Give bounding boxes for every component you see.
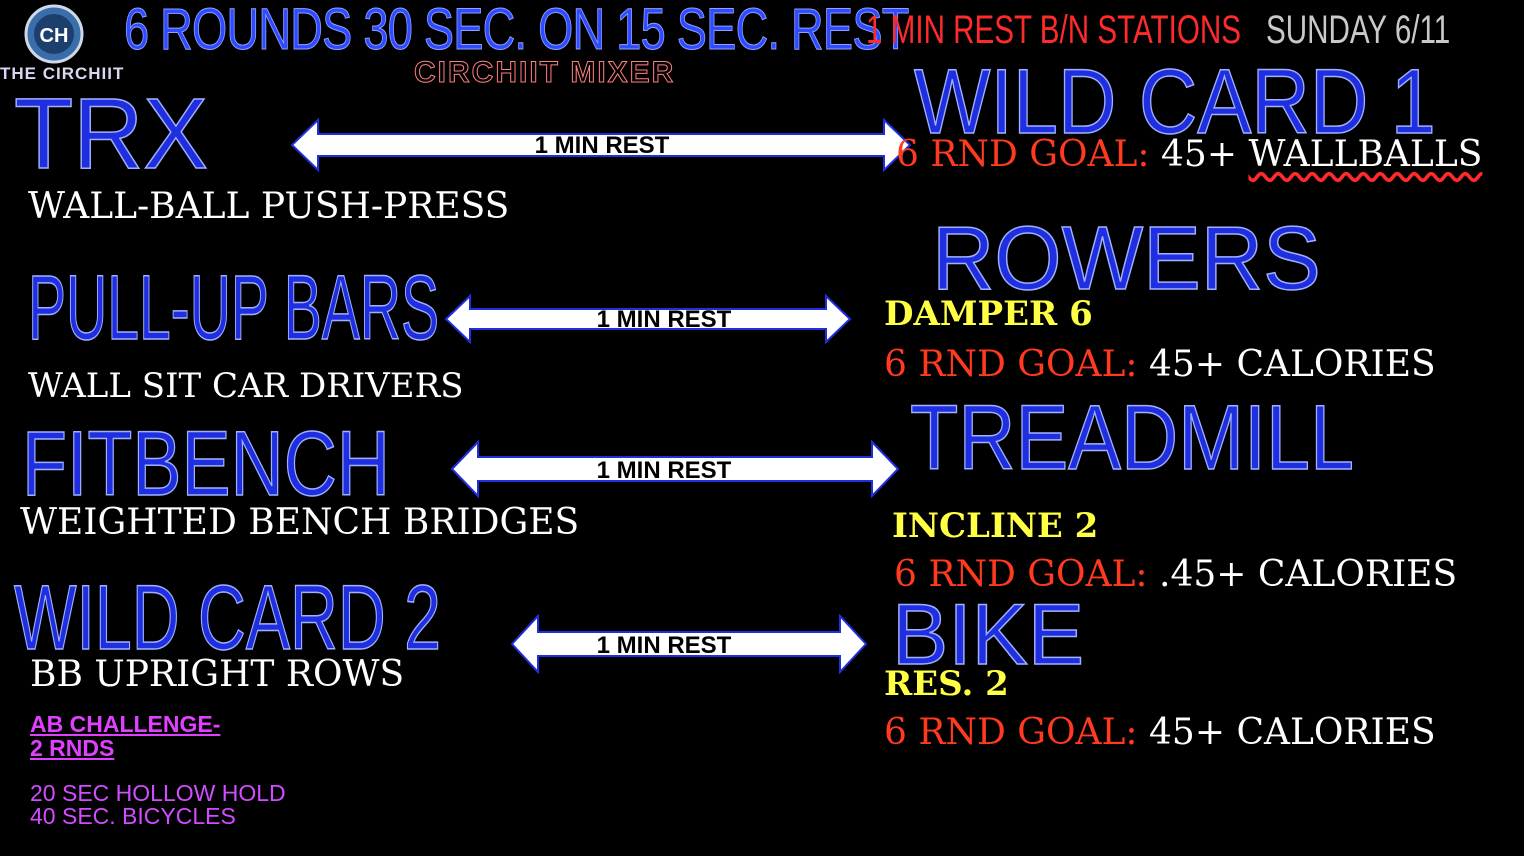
exercise-trx: WALL-BALL PUSH-PRESS	[28, 186, 510, 227]
setting-treadmill: INCLINE 2	[892, 506, 1099, 546]
station-wild-card-2: WILD CARD 2	[13, 567, 441, 669]
ab-challenge-heading-line2: 2 RNDS	[30, 735, 115, 761]
goal-bike: 6 RND GOAL: 45+ CALORIES	[884, 712, 1436, 753]
exercise-wild-card-2: BB UPRIGHT ROWS	[30, 654, 405, 695]
ab-challenge-heading: AB CHALLENGE- 2 RNDS	[30, 712, 220, 760]
goal-label: 6 RND GOAL:	[884, 712, 1138, 753]
rest-arrow-2: 1 MIN REST	[444, 294, 852, 344]
station-wild-card-1: WILD CARD 1	[913, 51, 1436, 153]
page-subtitle: CIRCHIIT MIXER	[413, 56, 676, 90]
station-pull-up-bars: PULL-UP BARS	[28, 257, 440, 359]
station-fitbench: FITBENCH	[21, 413, 390, 515]
goal-label: 6 RND GOAL:	[884, 344, 1138, 385]
goal-treadmill: 6 RND GOAL: .45+ CALORIES	[894, 554, 1457, 595]
circhiit-logo: CH	[22, 4, 86, 64]
setting-bike: RES. 2	[884, 664, 1009, 704]
rest-arrow-label: 1 MIN REST	[597, 457, 732, 484]
rest-arrow-label: 1 MIN REST	[597, 306, 732, 333]
ab-challenge-list: 20 SEC HOLLOW HOLD 40 SEC. BICYCLES	[30, 782, 286, 828]
logo-letters: CH	[40, 25, 69, 47]
exercise-fitbench: WEIGHTED BENCH BRIDGES	[20, 502, 580, 543]
rest-arrow-label: 1 MIN REST	[597, 632, 732, 659]
rest-arrow-3: 1 MIN REST	[450, 440, 900, 498]
date-label: SUNDAY 6/11	[1266, 8, 1451, 52]
rest-arrow-4: 1 MIN REST	[510, 614, 868, 674]
station-treadmill: TREADMILL	[909, 387, 1355, 489]
rest-arrow-1: 1 MIN REST	[290, 118, 912, 172]
goal-wild-card-1: 6 RND GOAL: 45+ WALLBALLS	[896, 134, 1482, 175]
goal-label: 6 RND GOAL:	[894, 554, 1148, 595]
goal-value: 45+ CALORIES	[1149, 712, 1436, 753]
page-title: 6 ROUNDS 30 SEC. ON 15 SEC. REST	[124, 0, 910, 63]
ab-challenge-heading-line1: AB CHALLENGE-	[30, 711, 221, 737]
goal-value: 45+	[1161, 134, 1249, 175]
ab-challenge-item: 20 SEC HOLLOW HOLD	[30, 780, 286, 806]
station-bike: BIKE	[891, 587, 1085, 683]
goal-label: 6 RND GOAL:	[896, 134, 1150, 175]
exercise-pull-up-bars: WALL SIT CAR DRIVERS	[28, 366, 464, 406]
station-rowers: ROWERS	[931, 209, 1321, 309]
goal-value: 45+ CALORIES	[1149, 344, 1436, 385]
station-trx: TRX	[13, 78, 208, 190]
goal-value-underlined: WALLBALLS	[1248, 134, 1483, 175]
goal-rowers: 6 RND GOAL: 45+ CALORIES	[884, 344, 1436, 385]
rest-arrow-label: 1 MIN REST	[535, 132, 670, 159]
logo-brand: THE CIRCHIIT	[0, 64, 125, 83]
setting-rowers: DAMPER 6	[884, 294, 1093, 334]
station-rest-note: 1 MIN REST B/N STATIONS	[866, 8, 1241, 52]
ab-challenge-item: 40 SEC. BICYCLES	[30, 803, 236, 829]
goal-value: .45+ CALORIES	[1159, 554, 1458, 595]
